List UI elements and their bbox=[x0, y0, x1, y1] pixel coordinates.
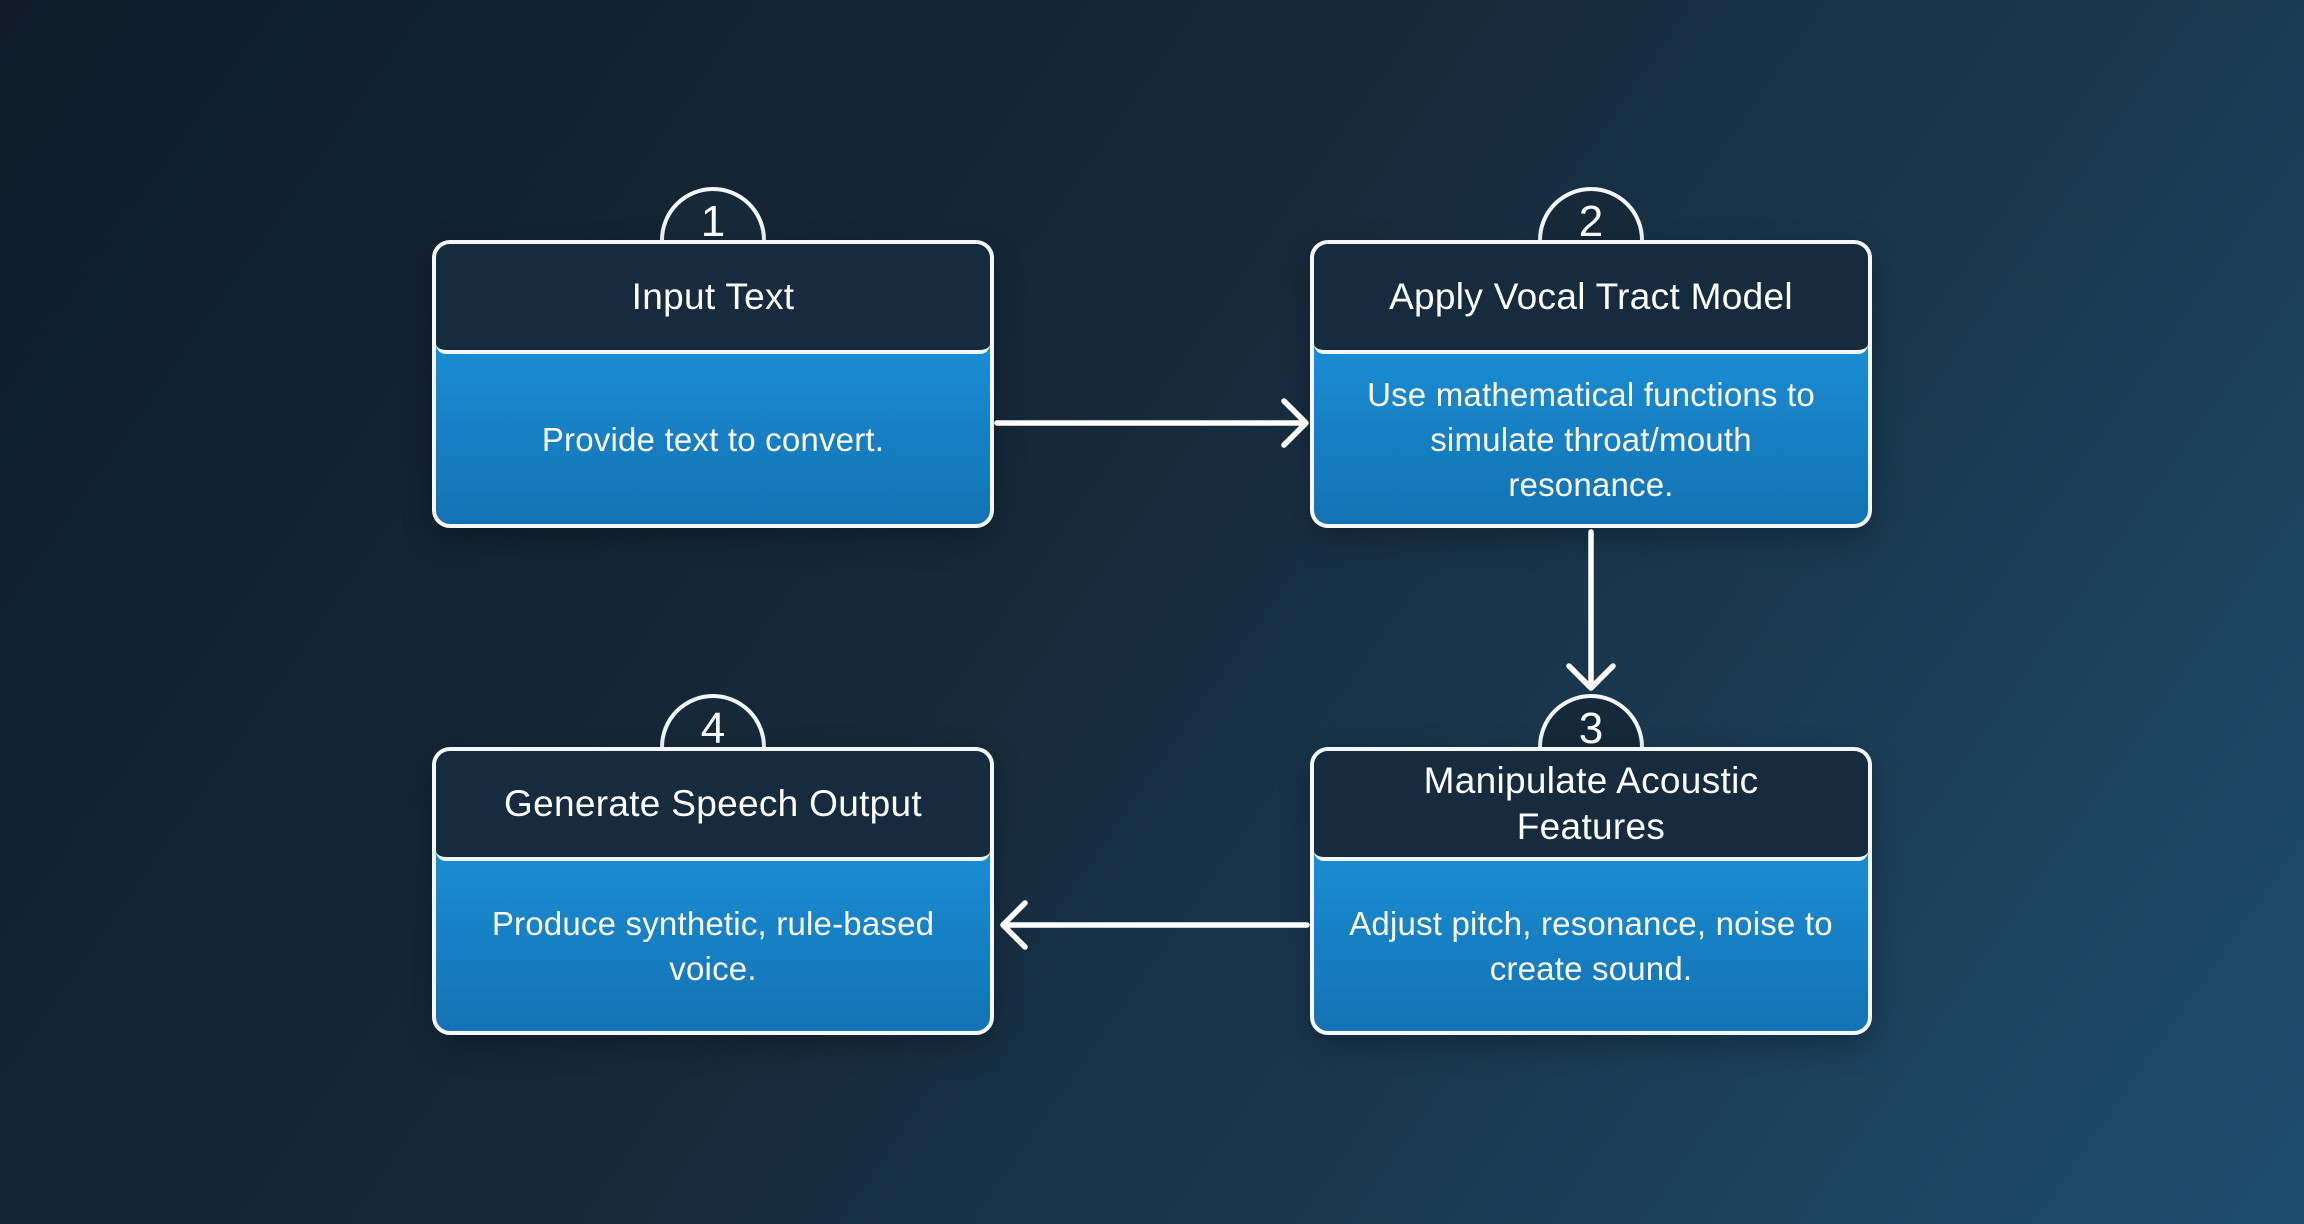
step-1-number: 1 bbox=[700, 197, 726, 246]
title-line: Input Text bbox=[631, 276, 795, 317]
title-line: Generate Speech Output bbox=[504, 783, 922, 824]
step-3-description: Adjust pitch, resonance, noise to create… bbox=[1314, 861, 1868, 1031]
desc-line: resonance. bbox=[1508, 465, 1674, 503]
desc-line: Use mathematical functions to bbox=[1367, 375, 1815, 413]
step-2-number: 2 bbox=[1578, 197, 1604, 246]
title-line: Manipulate Acoustic bbox=[1423, 760, 1759, 801]
step-4-number: 4 bbox=[700, 704, 726, 753]
desc-line: Produce synthetic, rule-based bbox=[491, 905, 935, 942]
desc-line: Adjust pitch, resonance, noise to bbox=[1349, 905, 1833, 942]
step-card-generate-speech-output: Generate Speech Output Produce synthetic… bbox=[432, 747, 994, 1035]
step-card-apply-vocal-tract-model: Apply Vocal Tract Model Use mathematical… bbox=[1310, 240, 1872, 528]
desc-line: voice. bbox=[669, 950, 757, 987]
desc-line: Provide text to convert. bbox=[541, 420, 885, 458]
step-1-title: Input Text bbox=[436, 244, 990, 354]
step-2-title: Apply Vocal Tract Model bbox=[1314, 244, 1868, 354]
arrow-step3-to-step4 bbox=[1000, 900, 1310, 950]
step-4-title: Generate Speech Output bbox=[436, 751, 990, 861]
step-card-input-text: Input Text Provide text to convert. bbox=[432, 240, 994, 528]
title-line: Features bbox=[1516, 806, 1666, 847]
step-4-description: Produce synthetic, rule-based voice. bbox=[436, 861, 990, 1031]
step-3-number: 3 bbox=[1578, 704, 1604, 753]
desc-line: simulate throat/mouth bbox=[1430, 420, 1752, 458]
arrow-step2-to-step3 bbox=[1566, 529, 1616, 691]
title-line: Apply Vocal Tract Model bbox=[1389, 276, 1793, 317]
step-3-title: Manipulate Acoustic Features bbox=[1314, 751, 1868, 861]
step-1-description: Provide text to convert. bbox=[436, 354, 990, 524]
desc-line: create sound. bbox=[1489, 950, 1693, 987]
arrow-step1-to-step2 bbox=[994, 398, 1309, 448]
step-card-manipulate-acoustic-features: Manipulate Acoustic Features Adjust pitc… bbox=[1310, 747, 1872, 1035]
step-2-description: Use mathematical functions to simulate t… bbox=[1314, 354, 1868, 524]
